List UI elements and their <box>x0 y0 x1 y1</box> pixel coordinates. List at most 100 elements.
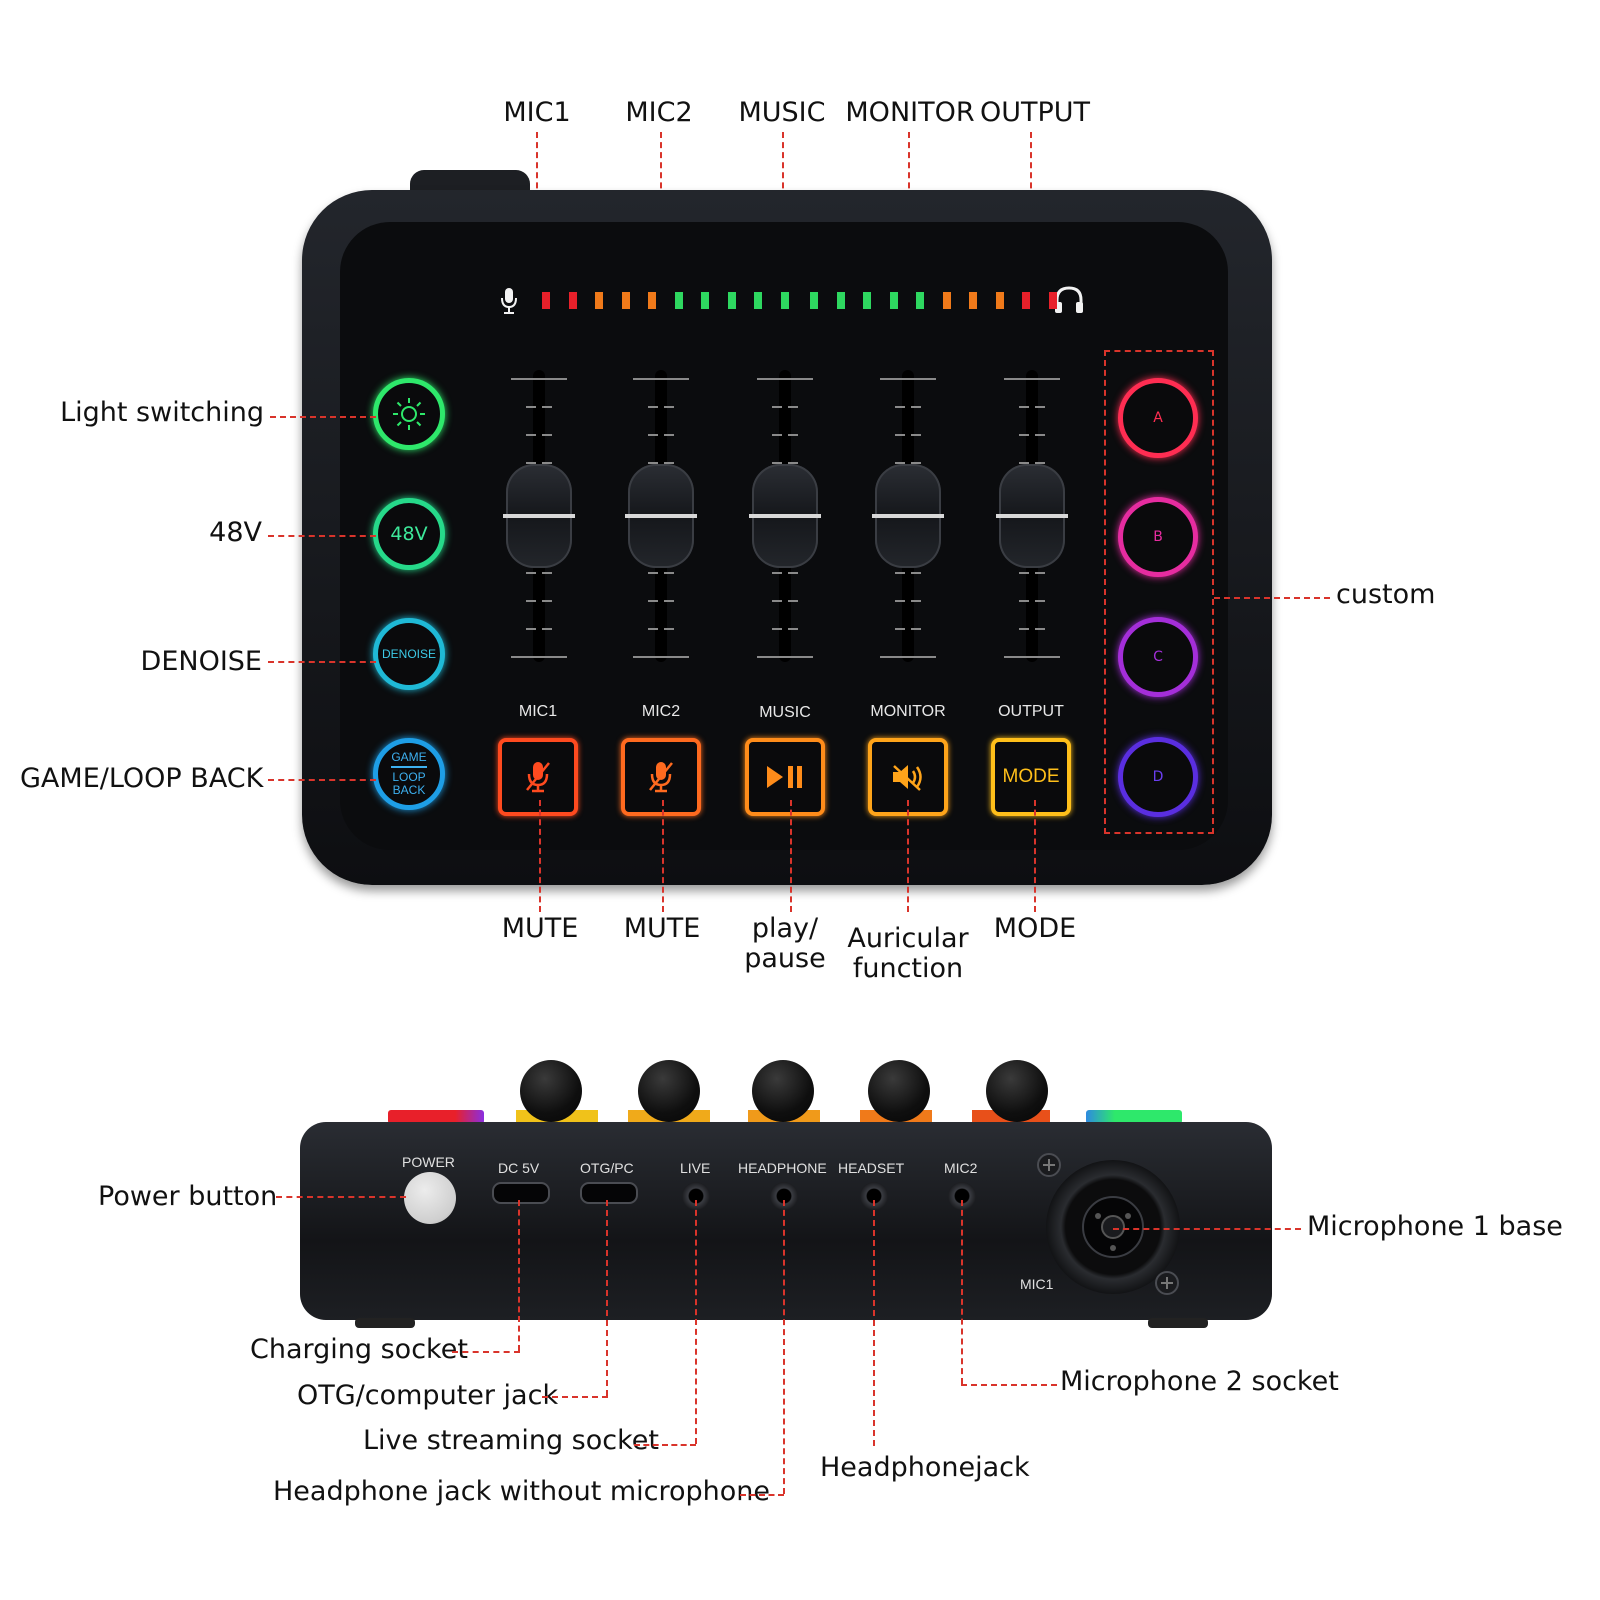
label-music-fader: MUSIC <box>738 97 826 128</box>
label-mute-mic1: MUTE <box>501 913 579 944</box>
fader-tick <box>1019 628 1045 630</box>
leader-48v <box>268 535 376 537</box>
48v-button[interactable]: 48V <box>373 498 445 570</box>
denoise-button[interactable]: DENOISE <box>373 618 445 690</box>
leader-mute-mic2 <box>662 800 664 912</box>
label-output-fader: OUTPUT <box>979 97 1091 128</box>
meter-segment <box>863 292 871 309</box>
meter-segment <box>916 292 924 309</box>
fader-tick <box>526 628 552 630</box>
mic-mute-icon <box>526 762 550 793</box>
fader-tick <box>526 462 552 464</box>
custom-button-b-label: B <box>1153 529 1163 545</box>
channel-label-mic2: MIC2 <box>641 703 681 720</box>
fader-tick <box>895 600 921 602</box>
leader-live-v <box>695 1200 697 1444</box>
meter-segment <box>810 292 818 309</box>
rotary-knob-3[interactable] <box>752 1060 814 1122</box>
leader-denoise <box>268 661 376 663</box>
otg-pc-usb-c-port[interactable] <box>580 1182 638 1204</box>
channel-label-mic1: MIC1 <box>518 703 558 720</box>
top-edge-light-red <box>388 1110 484 1124</box>
meter-segment <box>542 292 550 309</box>
label-microphone-1-base: Microphone 1 base <box>1307 1211 1563 1242</box>
channel-label-output: OUTPUT <box>998 703 1064 720</box>
device-foot-right <box>1148 1318 1208 1328</box>
fader-tick <box>895 406 921 408</box>
leader-live-h <box>634 1444 696 1446</box>
fader-tick <box>526 600 552 602</box>
fader-tick <box>1004 378 1060 380</box>
fader-tick <box>772 572 798 574</box>
game-label: GAME <box>391 751 427 768</box>
fader-tick <box>526 434 552 436</box>
label-custom: custom <box>1336 579 1436 610</box>
port-label-headset: HEADSET <box>838 1160 905 1176</box>
fader-tick <box>1019 600 1045 602</box>
custom-button-a[interactable]: A <box>1118 378 1198 458</box>
fader-knob-indicator <box>872 514 944 518</box>
label-mic1-fader: MIC1 <box>503 97 571 128</box>
fader-tick <box>1019 572 1045 574</box>
loop-label: LOOP <box>392 770 426 784</box>
port-label-mic2: MIC2 <box>944 1160 978 1176</box>
rotary-knob-1[interactable] <box>520 1060 582 1122</box>
channel-label-monitor: MONITOR <box>870 703 946 720</box>
fader-tick <box>1019 406 1045 408</box>
fader-tick <box>772 434 798 436</box>
custom-button-a-label: A <box>1153 410 1163 426</box>
custom-button-d[interactable]: D <box>1118 737 1198 817</box>
fader-tick <box>648 628 674 630</box>
fader-tick <box>772 462 798 464</box>
label-monitor-fader: MONITOR <box>845 97 975 128</box>
meter-segment <box>754 292 762 309</box>
fader-tick <box>633 656 689 658</box>
rotary-knob-4[interactable] <box>868 1060 930 1122</box>
denoise-button-label: DENOISE <box>381 647 436 661</box>
xlr-socket-icon <box>1082 1196 1144 1258</box>
rotary-knob-2[interactable] <box>638 1060 700 1122</box>
speaker-mute-icon <box>893 765 922 791</box>
meter-segment <box>1022 292 1030 309</box>
meter-segment <box>727 292 736 309</box>
meter-segment <box>595 292 603 309</box>
fader-knob-indicator <box>996 514 1068 518</box>
label-48v: 48V <box>209 517 262 548</box>
meter-segment <box>1048 292 1057 309</box>
leader-light-switching <box>270 416 376 418</box>
leader-mic1 <box>1113 1228 1301 1230</box>
game-loopback-button[interactable]: GAME LOOP BACK <box>373 738 445 810</box>
mode-button[interactable]: MODE <box>991 738 1071 816</box>
label-auricular-function: Auricular function <box>847 923 969 984</box>
port-label-power: POWER <box>402 1154 455 1170</box>
light-switch-button[interactable] <box>373 378 445 450</box>
mic1-mute-button[interactable] <box>498 738 578 816</box>
custom-button-c[interactable]: C <box>1118 617 1198 697</box>
leader-headphone-nomic-h <box>740 1494 784 1496</box>
meter-segment <box>942 292 951 309</box>
custom-button-b[interactable]: B <box>1118 497 1198 577</box>
mic2-mute-button[interactable] <box>621 738 701 816</box>
port-label-otgpc: OTG/PC <box>580 1160 634 1176</box>
leader-headphone-nomic-v <box>783 1200 785 1494</box>
rotary-knob-5[interactable] <box>986 1060 1048 1122</box>
device-foot-left <box>355 1318 415 1328</box>
port-label-headphone: HEADPHONE <box>738 1160 827 1176</box>
meter-segment <box>780 292 789 309</box>
fader-tick <box>895 572 921 574</box>
leader-headphonejack-v <box>873 1200 875 1446</box>
label-microphone-2-socket: Microphone 2 socket <box>1060 1366 1339 1397</box>
fader-tick <box>757 656 813 658</box>
fader-tick <box>895 462 921 464</box>
power-button[interactable] <box>404 1172 456 1224</box>
leader-game-loopback <box>268 779 376 781</box>
fader-tick <box>648 572 674 574</box>
channel-label-music: MUSIC <box>759 704 811 721</box>
play-pause-button[interactable] <box>745 738 825 816</box>
top-edge-light-green <box>1086 1110 1182 1124</box>
meter-segment <box>568 292 577 309</box>
meter-segment <box>836 292 845 309</box>
fader-tick <box>895 628 921 630</box>
dc5v-usb-c-port[interactable] <box>492 1182 550 1204</box>
mic-mute-icon <box>649 762 673 793</box>
